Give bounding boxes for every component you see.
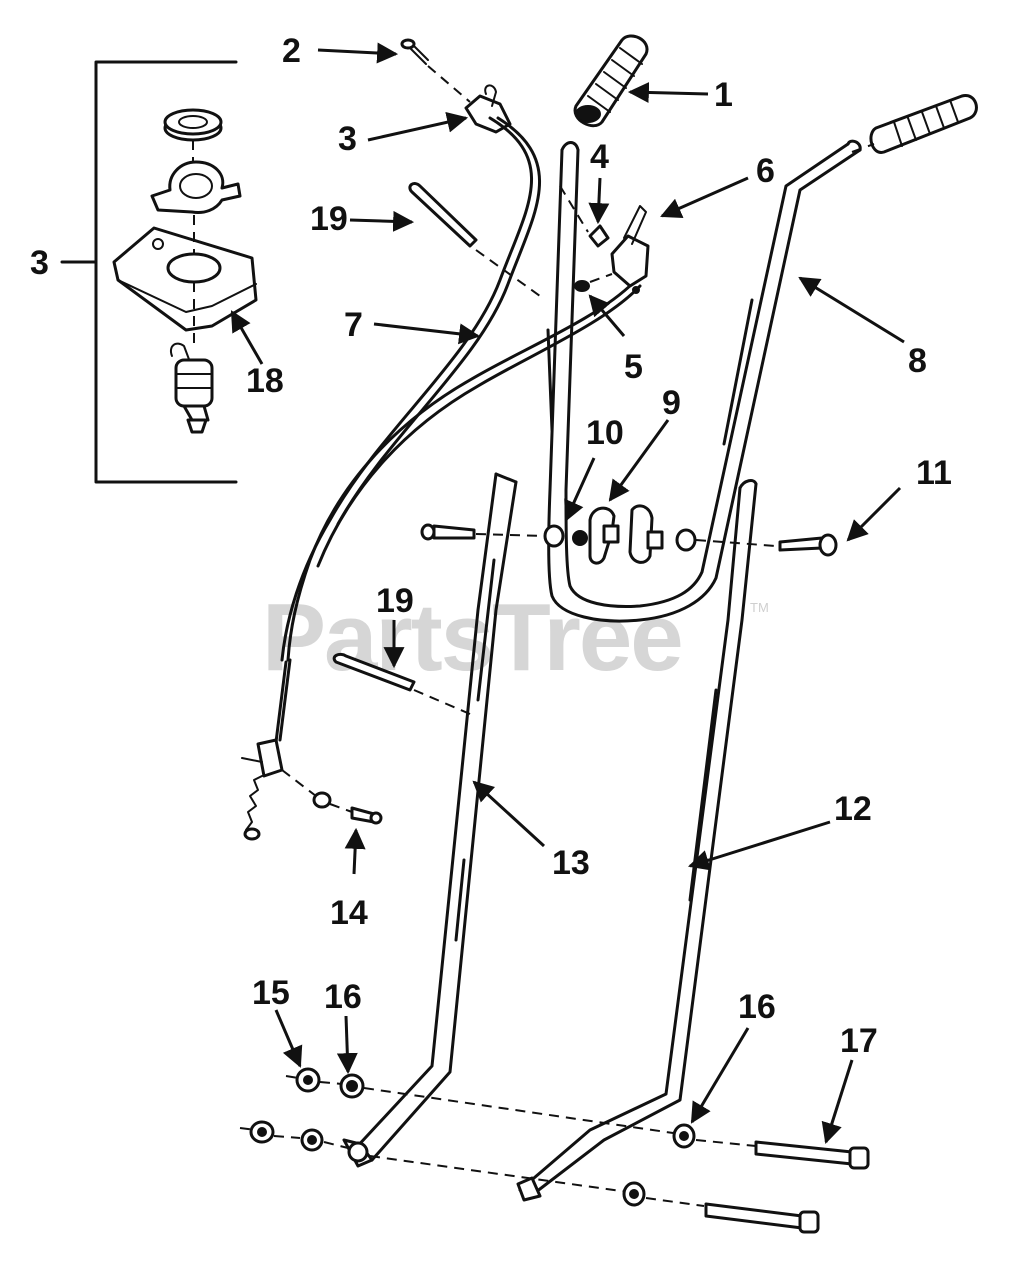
washer-lower-right [622,1181,646,1207]
label-19-lower: 19 [376,582,414,620]
washer-16-upper [339,1073,365,1099]
callout-arrows [230,42,905,1145]
cable-tie-19-lower [332,652,416,692]
switch-bracket-3 [464,84,512,134]
nut-15-lower [249,1120,275,1144]
cable-end-bracket [241,738,284,841]
washer-10 [543,524,588,548]
label-7: 7 [344,306,363,344]
right-grip-8 [869,94,978,154]
label-5: 5 [624,348,643,386]
cable-tie-19-upper [408,182,478,248]
label-3-top: 3 [338,120,357,158]
throttle-control-6 [610,205,650,294]
clip-4 [588,224,610,248]
ignition-switch [170,342,214,434]
label-10: 10 [586,414,624,452]
label-16-left: 16 [324,978,362,1016]
label-17: 17 [840,1022,878,1060]
label-18: 18 [246,362,284,400]
label-13: 13 [552,844,590,882]
label-8: 8 [908,342,927,380]
washer-14 [312,791,332,809]
bolt-11 [778,533,838,557]
left-grip-1 [573,34,649,128]
nut-15-upper [295,1067,321,1093]
label-16-right: 16 [738,988,776,1026]
inset-nut [163,108,223,142]
label-14: 14 [330,894,368,932]
label-6: 6 [756,152,775,190]
knob-5 [574,280,590,292]
control-cable-7 [274,116,642,744]
upper-handle [546,139,862,623]
label-2: 2 [282,32,301,70]
label-3-inset: 3 [30,244,49,282]
label-15: 15 [252,974,290,1012]
inset-retainer-clip [150,160,242,214]
washer-16-right [672,1123,696,1149]
label-19-top: 19 [310,200,348,238]
watermark-trademark: TM [750,600,769,615]
screw-2 [400,38,429,65]
label-4: 4 [590,138,609,176]
washer-right [675,528,697,552]
bolt-17-lower [704,1202,820,1234]
inset-bracket [60,60,238,484]
washer-16-lower [300,1128,324,1152]
bolt-left [420,523,476,541]
label-11: 11 [916,454,952,492]
label-9: 9 [662,384,681,422]
label-12: 12 [834,790,872,828]
knob-9-right [628,504,664,564]
handle-13-bolt-hole [347,1141,369,1163]
pin-14 [350,806,383,825]
knob-9-left [588,506,620,565]
label-1: 1 [714,76,733,114]
bolt-17-upper [754,1140,870,1170]
